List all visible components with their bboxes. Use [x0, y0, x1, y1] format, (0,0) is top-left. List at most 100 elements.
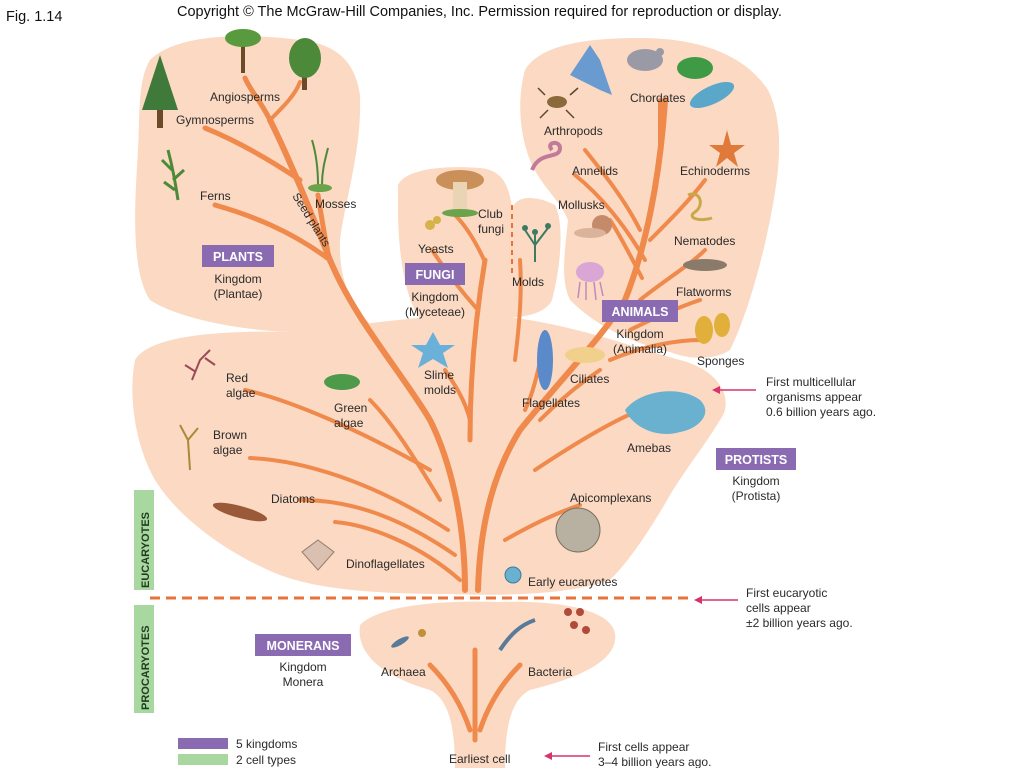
deciduous-tree-icon	[289, 38, 321, 90]
gymnosperm-tree-icon	[142, 55, 178, 128]
insect-icon	[537, 87, 579, 119]
sponge-icon	[695, 313, 730, 344]
label-green-algae-2: algae	[334, 416, 364, 430]
copyright-notice: Copyright © The McGraw-Hill Companies, I…	[177, 4, 782, 20]
branch-diatoms	[298, 498, 457, 557]
fungi-kingdom-box	[405, 263, 465, 285]
label-archaea: Archaea	[381, 665, 426, 679]
label-ciliates: Ciliates	[570, 372, 609, 386]
branch-echinoderms	[648, 178, 707, 242]
trunk-main	[267, 117, 468, 593]
mouse-icon	[627, 48, 664, 71]
branch-apicomplexans	[503, 503, 582, 542]
animals-kingdom: ANIMALS Kingdom (Animalia)	[602, 300, 678, 356]
protists-kingdom: PROTISTS Kingdom (Protista)	[716, 448, 796, 503]
note-first-cells-line1: First cells appear	[598, 740, 689, 754]
protists-kingdom-box-label: PROTISTS	[725, 453, 788, 467]
legend-cell-types-swatch	[178, 754, 228, 765]
phylogenetic-branches	[202, 75, 707, 743]
arrowhead-eucaryotic	[694, 596, 702, 604]
label-mosses: Mosses	[315, 197, 356, 211]
branch-mosses	[315, 192, 333, 265]
branch-dinoflagellates	[333, 520, 462, 582]
red-algae-icon	[184, 349, 216, 381]
note-eucaryotic-line1: First eucaryotic	[746, 586, 827, 600]
nematode-icon	[687, 192, 713, 222]
label-red-algae-1: Red	[226, 371, 248, 385]
fungi-kingdom-line2: (Myceteae)	[405, 305, 465, 319]
branch-nematodes	[638, 248, 707, 302]
branch-club-fungi	[453, 213, 487, 264]
label-brown-algae-2: algae	[213, 443, 243, 457]
organism-labels: Angiosperms Gymnosperms Ferns Mosses See…	[176, 90, 750, 766]
moss-icon	[308, 139, 332, 192]
monerans-kingdom: MONERANS Kingdom Monera	[255, 634, 351, 689]
label-amebas: Amebas	[627, 441, 671, 455]
flatworm-icon	[683, 259, 727, 271]
legend-cell-types-label: 2 cell types	[236, 753, 296, 767]
worm-icon	[530, 141, 563, 171]
note-multicellular-line1: First multicellular	[766, 375, 856, 389]
note-eucaryotic-line3: ±2 billion years ago.	[746, 616, 853, 630]
snail-icon	[574, 215, 612, 238]
label-mollusks: Mollusks	[558, 198, 605, 212]
label-flatworms: Flatworms	[676, 285, 731, 299]
protists-kingdom-box	[716, 448, 796, 470]
label-early-eucaryotes: Early eucaryotes	[528, 575, 617, 589]
legend: 5 kingdoms 2 cell types	[178, 737, 297, 767]
figure-label: Fig. 1.14	[6, 9, 62, 25]
branch-bacteria	[477, 662, 523, 733]
mushroom-icon	[436, 170, 484, 217]
ciliate-icon	[565, 347, 605, 363]
branch-molds	[513, 258, 523, 362]
plants-kingdom-line1: Kingdom	[214, 272, 261, 286]
label-diatoms: Diatoms	[271, 492, 315, 506]
label-chordates: Chordates	[630, 91, 685, 105]
branch-mollusks	[608, 218, 644, 280]
jellyfish-icon	[576, 262, 604, 301]
monerans-kingdom-line2: Monera	[283, 675, 324, 689]
label-earliest-cell: Earliest cell	[449, 752, 510, 766]
label-nematodes: Nematodes	[674, 234, 735, 248]
branch-brown-algae	[248, 456, 450, 532]
bacteria-icon	[498, 608, 590, 652]
branch-angiosperms	[242, 75, 273, 123]
yeast-icon	[425, 216, 441, 230]
flagellate-icon	[537, 330, 553, 390]
animals-kingdom-line2: (Animalia)	[613, 342, 667, 356]
brown-algae-icon	[179, 424, 199, 471]
label-echinoderms: Echinoderms	[680, 164, 750, 178]
archaea-icon	[391, 629, 426, 648]
legend-kingdoms-label: 5 kingdoms	[236, 737, 297, 751]
dinoflagellate-icon	[301, 539, 335, 571]
mold-icon	[522, 223, 551, 262]
note-first-cells-line2: 3–4 billion years ago.	[598, 755, 711, 768]
label-annelids: Annelids	[572, 164, 618, 178]
monerans-kingdom-box	[255, 634, 351, 656]
branch-ferns	[212, 202, 333, 263]
animals-kingdom-box-label: ANIMALS	[612, 305, 669, 319]
label-bacteria: Bacteria	[528, 665, 572, 679]
label-yeasts: Yeasts	[418, 242, 454, 256]
fungi-kingdom-box-label: FUNGI	[416, 268, 455, 282]
plants-kingdom-box	[202, 245, 274, 267]
procaryotes-bar	[134, 605, 154, 713]
organism-illustrations	[142, 29, 745, 652]
arrowhead-multicellular	[712, 386, 720, 394]
note-first-cells: First cells appear 3–4 billion years ago…	[544, 740, 711, 768]
ameba-icon	[625, 391, 706, 434]
label-ferns: Ferns	[200, 189, 231, 203]
label-flagellates: Flagellates	[522, 396, 580, 410]
label-slime-molds-2: molds	[424, 383, 456, 397]
green-algae-icon	[324, 374, 360, 390]
timeline-notes: First multicellular organisms appear 0.6…	[544, 375, 876, 768]
monerans-kingdom-box-label: MONERANS	[267, 639, 340, 653]
early-eucaryote-icon	[504, 566, 522, 584]
branch-gymnosperms	[202, 125, 303, 183]
branch-sponges	[608, 338, 702, 362]
label-angiosperms: Angiosperms	[210, 90, 280, 104]
plants-kingdom-line2: (Plantae)	[214, 287, 263, 301]
note-multicellular-line2: organisms appear	[766, 390, 862, 404]
branch-annelids	[573, 173, 647, 262]
